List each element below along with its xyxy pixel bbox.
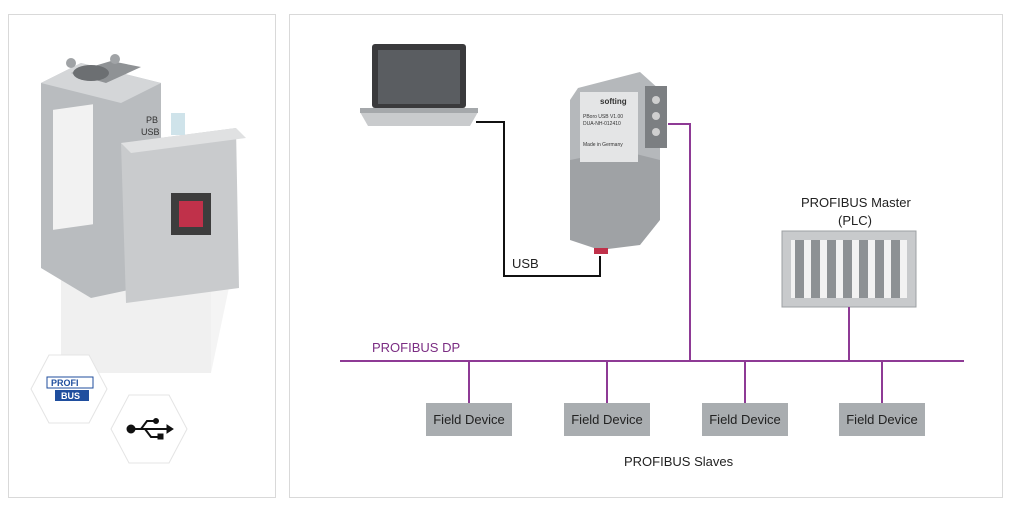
field-device-box: Field Device <box>839 403 925 436</box>
profibus-logo-top: PROFI <box>51 378 79 388</box>
adapter-part: DUA-NH-012410 <box>583 121 621 127</box>
svg-text:PB: PB <box>146 115 158 125</box>
field-device-box: Field Device <box>426 403 512 436</box>
product-photo-panel: PB USB PROFI BUS <box>8 14 276 498</box>
profibus-logo-bottom: BUS <box>61 391 80 401</box>
laptop-icon <box>360 44 478 126</box>
usb-logo-badge <box>110 394 188 464</box>
adapter-brand: softing <box>600 97 627 106</box>
adapter-origin: Made in Germany <box>583 142 623 148</box>
field-device-box: Field Device <box>702 403 788 436</box>
svg-text:USB: USB <box>141 127 160 137</box>
profibus-dp-label: PROFIBUS DP <box>372 340 461 355</box>
adapter-model: PBoro USB V1.00 <box>583 114 623 120</box>
profibus-logo-badge: PROFI BUS <box>30 354 108 424</box>
field-device-box: Field Device <box>564 403 650 436</box>
usb-cable-line <box>476 121 601 277</box>
plc-master-icon <box>781 230 917 308</box>
adapter-bus-link <box>668 123 691 361</box>
usb-icon <box>126 418 174 440</box>
profibus-usb-adapter-icon: softing PBoro USB V1.00 DUA-NH-012410 Ma… <box>570 72 667 254</box>
usb-label: USB <box>512 256 539 271</box>
profibus-slaves-label: PROFIBUS Slaves <box>624 454 734 469</box>
plc-label-line1: PROFIBUS Master <box>801 195 911 210</box>
plc-label-line2: (PLC) <box>838 213 872 228</box>
